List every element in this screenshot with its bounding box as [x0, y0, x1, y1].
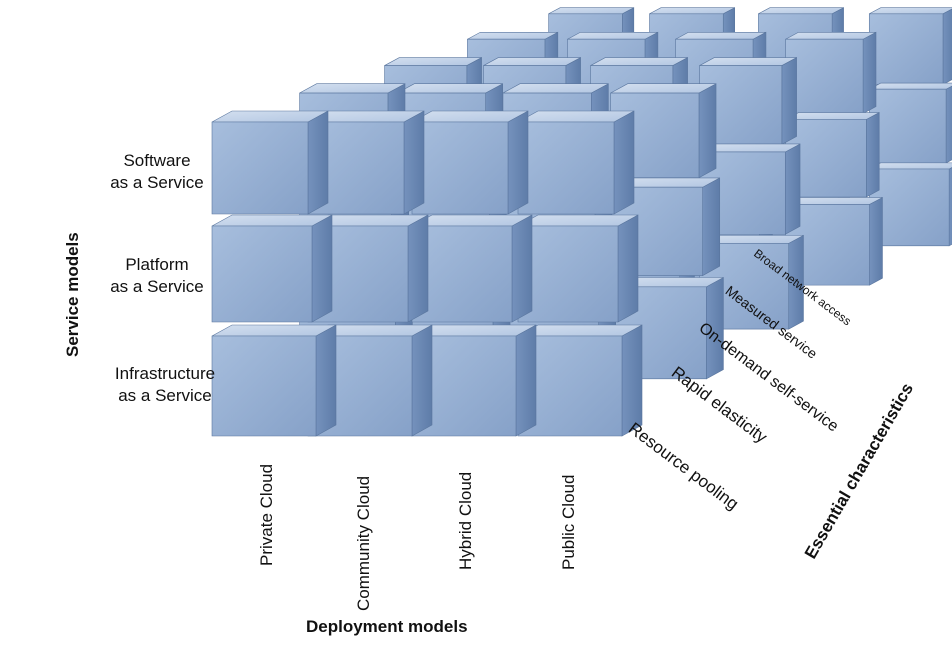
- cube-1-2-0-side: [411, 324, 433, 437]
- deployment-label-hybrid: Hybrid Cloud: [456, 471, 475, 570]
- cube-0-0-0-side: [307, 110, 329, 215]
- cube-0-2-0-front: [211, 335, 317, 437]
- cube-3-1-3-top: [785, 112, 880, 120]
- cube-0-2-0-top: [211, 324, 337, 337]
- service-label-iaas: Infrastructure as a Service: [90, 363, 240, 407]
- cube-2-0-1-top: [502, 83, 609, 94]
- cube-0-1-0-top: [211, 214, 333, 227]
- cube-3-1-4-top: [869, 82, 952, 90]
- service-label-saas-line1: Software: [123, 151, 191, 170]
- cube-2-1-0-top: [411, 214, 533, 227]
- cube-0-0-0-front: [211, 121, 309, 215]
- cube-3-0-1-top: [610, 83, 717, 94]
- cube-2-0-0-front: [411, 121, 509, 215]
- cube-1-0-4-top: [649, 7, 735, 15]
- cube-3-0-3-top: [785, 31, 877, 40]
- cube-2-1-0-side: [511, 214, 533, 323]
- deployment-label-community: Community Cloud: [354, 475, 373, 611]
- service-axis-title: Service models: [63, 232, 82, 357]
- cube-1-0-2-top: [483, 57, 581, 66]
- cube-0-0-2-top: [384, 57, 482, 66]
- cube-3-0-0-side: [613, 110, 635, 215]
- deployment-label-public: Public Cloud: [559, 474, 578, 570]
- cube-3-0-4-front: [868, 13, 944, 85]
- cube-3-2-4-top: [869, 162, 952, 170]
- cube-1-1-0-side: [407, 214, 429, 323]
- cube-3-1-0-side: [617, 214, 639, 323]
- cube-0-0-0-top: [211, 110, 329, 123]
- cube-2-2-0-side: [515, 324, 537, 437]
- cube-2-0-4-top: [758, 7, 844, 15]
- cube-3-0-2-top: [699, 57, 797, 66]
- cube-3-1-1-side: [702, 177, 721, 277]
- cube-2-0-0-top: [411, 110, 529, 123]
- cube-1-0-1-top: [397, 83, 503, 94]
- cube-0-1-0-side: [311, 214, 333, 323]
- service-label-iaas-line2: as a Service: [118, 386, 212, 405]
- cube-2-0-2-top: [590, 57, 688, 66]
- cube-2-0-0-side: [507, 110, 529, 215]
- cube-3-1-3-side: [866, 112, 880, 198]
- cube-0-1-0-front: [211, 225, 313, 323]
- service-label-saas-line2: as a Service: [110, 173, 204, 192]
- service-label-iaas-line1: Infrastructure: [114, 364, 216, 383]
- deployment-label-private: Private Cloud: [257, 463, 276, 566]
- service-label-paas-line1: Platform: [125, 255, 189, 274]
- cube-3-0-1-side: [698, 83, 717, 179]
- cube-3-1-4-front: [868, 88, 947, 164]
- cube-0-0-4-top: [548, 7, 634, 15]
- cube-3-1-4-side: [945, 85, 952, 164]
- service-label-paas-line2: as a Service: [110, 277, 204, 296]
- cube-3-0-3-side: [862, 31, 877, 114]
- cube-grid: [211, 7, 952, 437]
- cube-3-2-0-top: [517, 324, 643, 337]
- cube-3-1-0-top: [517, 214, 639, 227]
- cube-3-2-3-side: [869, 196, 883, 286]
- cube-0-0-3-top: [467, 31, 558, 40]
- service-label-paas: Platform as a Service: [82, 254, 232, 298]
- cube-0-0-1-top: [299, 83, 406, 94]
- cube-0-2-0-side: [315, 324, 337, 437]
- cube-2-0-3-top: [675, 31, 767, 40]
- deployment-axis-title: Deployment models: [306, 617, 468, 636]
- cube-3-0-4-top: [869, 7, 952, 15]
- cube-1-0-0-side: [403, 110, 425, 215]
- cube-3-0-0-top: [517, 110, 635, 123]
- cube-1-0-3-top: [567, 31, 659, 40]
- cube-3-0-2-side: [781, 57, 797, 145]
- cube-3-1-2-side: [784, 143, 801, 235]
- cube-3-0-0-front: [517, 121, 615, 215]
- cube-3-0-4-side: [942, 8, 952, 85]
- cube-3-0-3-front: [785, 38, 864, 114]
- service-label-saas: Software as a Service: [82, 150, 232, 194]
- cube-3-1-0-front: [517, 225, 619, 323]
